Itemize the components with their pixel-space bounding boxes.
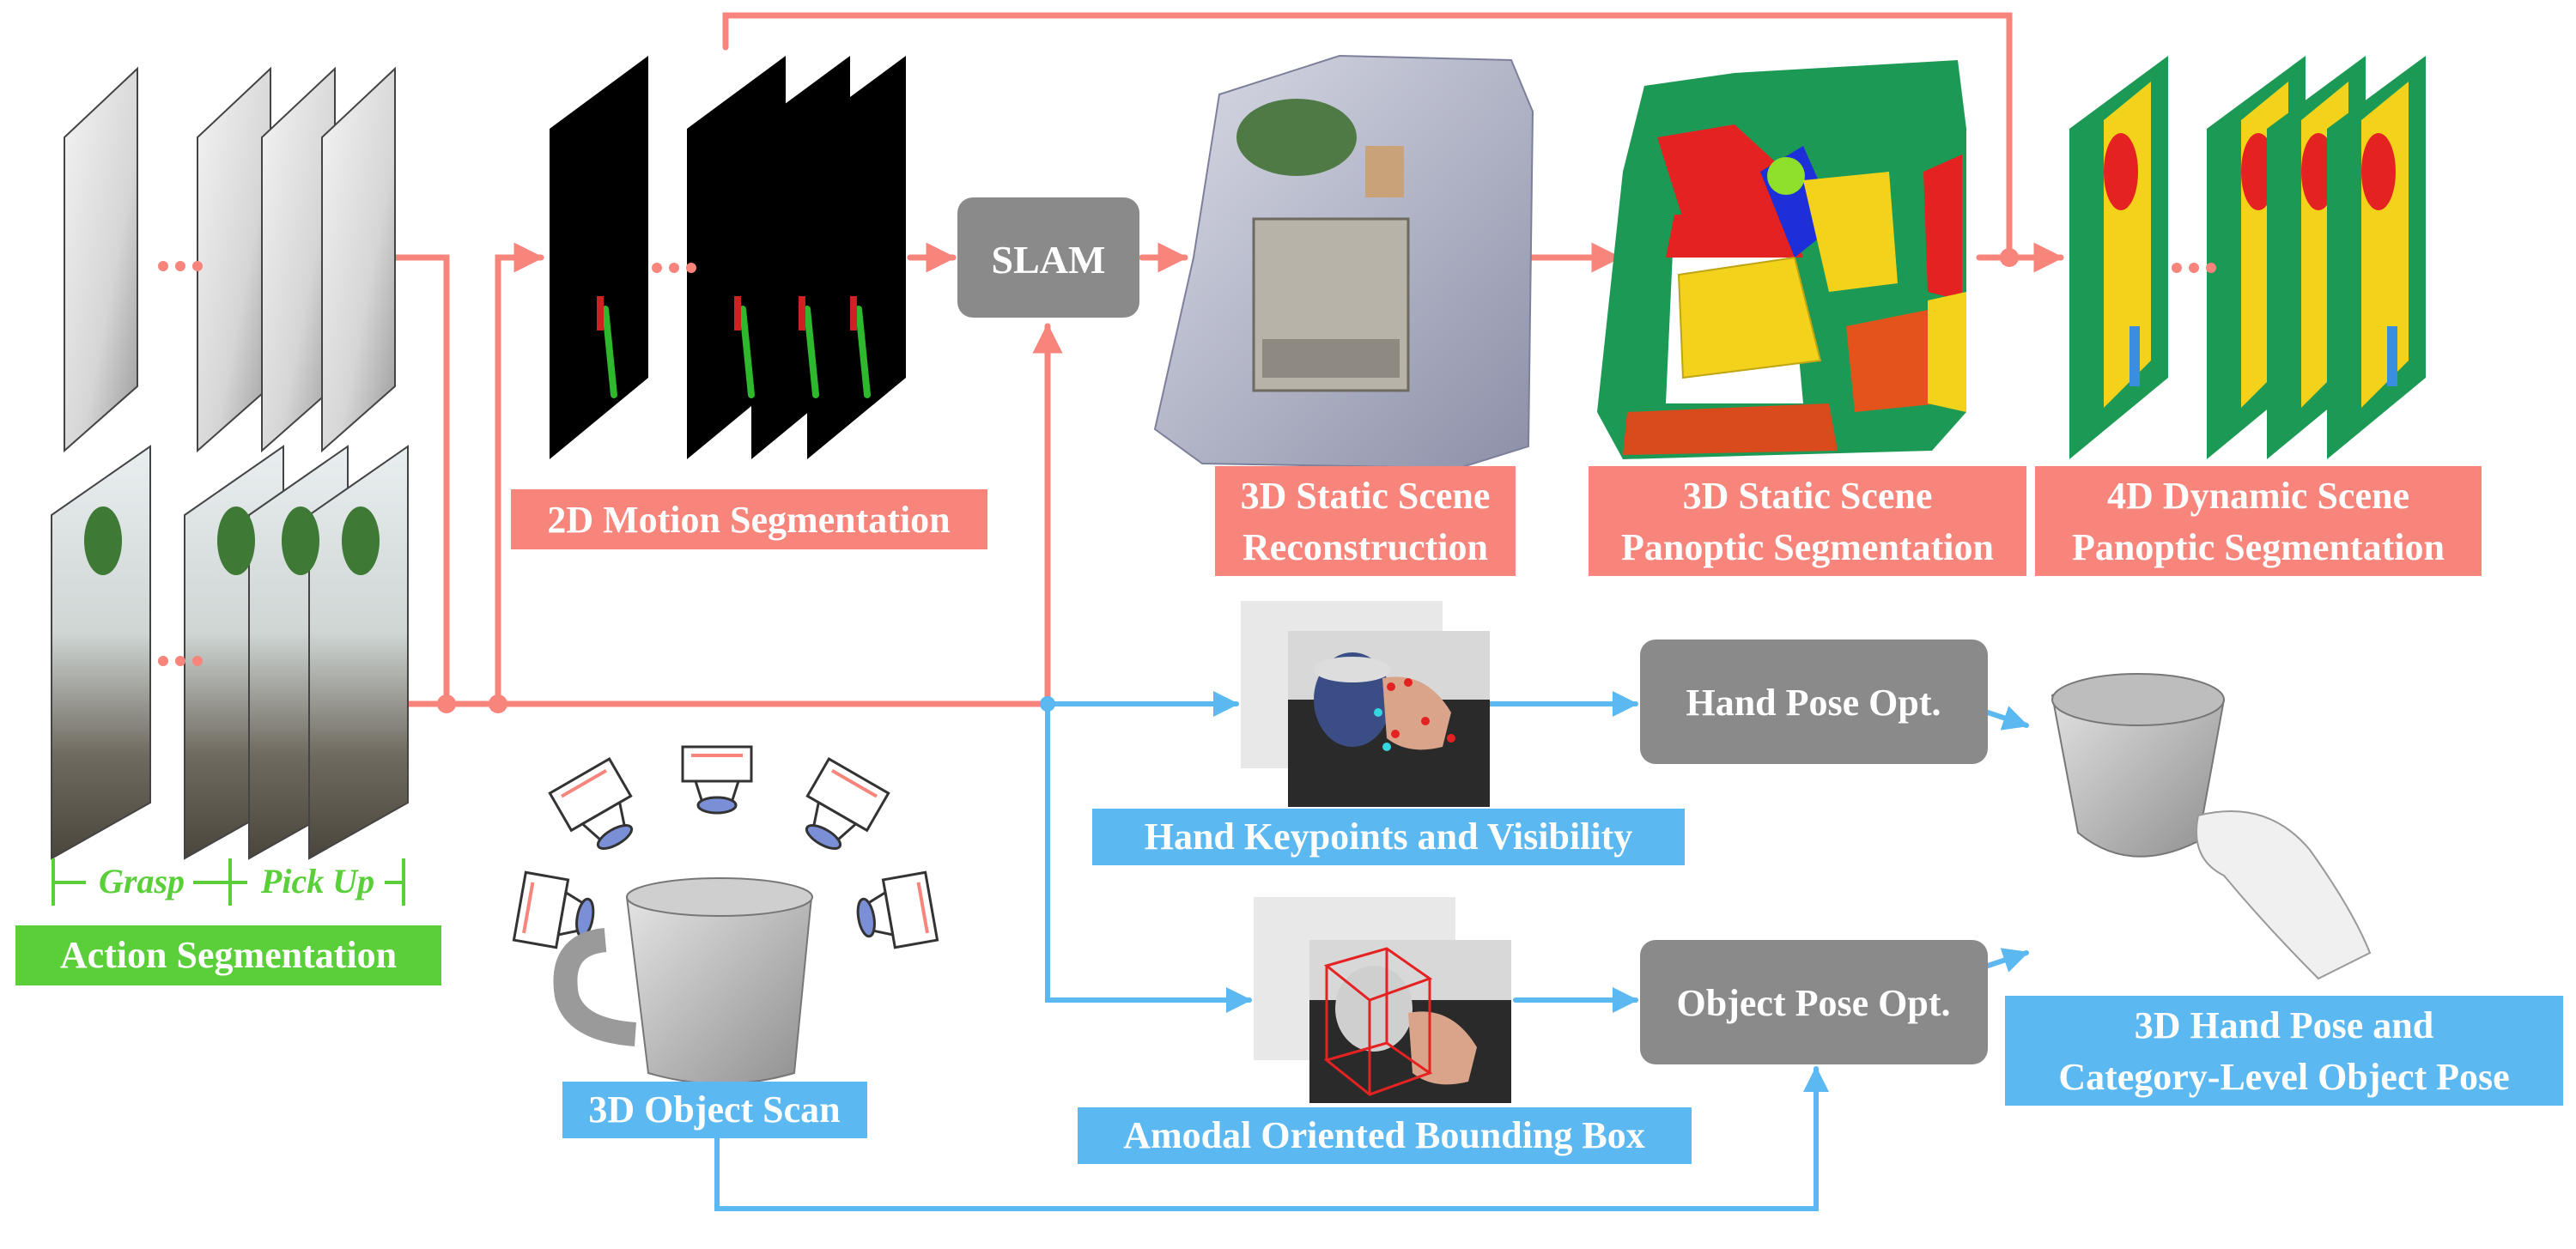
panoptic-pointcloud xyxy=(1597,60,1966,459)
amodal-box-box xyxy=(1078,1107,1692,1164)
grasp-label: Grasp xyxy=(99,862,185,900)
hand-holding-mug xyxy=(2050,673,2372,980)
pick-up-label: Pick Up xyxy=(260,862,374,900)
static-panoptic-label-1: 3D Static Scene xyxy=(1683,475,1933,517)
result-label-1: 3D Hand Pose and xyxy=(2135,1004,2433,1046)
red-flow-lines xyxy=(392,12,2064,707)
object-pose-opt-box xyxy=(1640,940,1988,1064)
dynamic-panoptic-label-1: 4D Dynamic Scene xyxy=(2107,475,2409,517)
hand-pose-opt-label: Hand Pose Opt. xyxy=(1686,682,1941,724)
dynamic-panoptic-box xyxy=(2035,466,2482,576)
pointcloud-scene xyxy=(1153,54,1534,470)
object-pose-opt-label: Object Pose Opt. xyxy=(1677,982,1951,1024)
static-recon-label-1: 3D Static Scene xyxy=(1241,475,1491,517)
result-box xyxy=(2005,996,2563,1106)
action-segmentation-box xyxy=(15,925,441,985)
slam-box xyxy=(957,197,1139,318)
rgb-frame-stack xyxy=(51,445,409,860)
action-segmentation-label: Action Segmentation xyxy=(60,934,397,976)
motion-segmentation-box xyxy=(511,489,987,549)
red-junction-dots xyxy=(437,248,2019,713)
hand-keypoints-box xyxy=(1092,809,1685,865)
action-timeline xyxy=(52,858,405,906)
object-scan-label: 3D Object Scan xyxy=(588,1088,840,1131)
motion-mask-stack xyxy=(550,56,906,459)
static-panoptic-label-2: Panoptic Segmentation xyxy=(1621,526,1994,568)
blue-flow-lines xyxy=(714,691,2029,1211)
panoptic-frame-stack xyxy=(2069,56,2426,459)
hand-keypoints-label: Hand Keypoints and Visibility xyxy=(1145,815,1633,858)
object-scan-box xyxy=(562,1082,867,1138)
amodal-box-label: Amodal Oriented Bounding Box xyxy=(1123,1114,1645,1156)
slam-label: SLAM xyxy=(992,238,1106,282)
result-label-2: Category-Level Object Pose xyxy=(2058,1056,2509,1098)
amodal-box-thumbnail xyxy=(1254,897,1511,1103)
hand-keypoints-thumbnail xyxy=(1241,601,1490,807)
blue-junction-dot xyxy=(1040,696,1055,712)
static-panoptic-box xyxy=(1589,466,2026,576)
hand-pose-opt-box xyxy=(1640,640,1988,764)
dynamic-panoptic-label-2: Panoptic Segmentation xyxy=(2072,526,2445,568)
mug-mesh xyxy=(553,877,813,1085)
static-recon-box xyxy=(1215,466,1516,576)
depth-frame-stack xyxy=(64,66,396,453)
camera-icon xyxy=(512,745,939,949)
static-recon-label-2: Reconstruction xyxy=(1242,526,1488,568)
motion-segmentation-label: 2D Motion Segmentation xyxy=(547,499,950,541)
